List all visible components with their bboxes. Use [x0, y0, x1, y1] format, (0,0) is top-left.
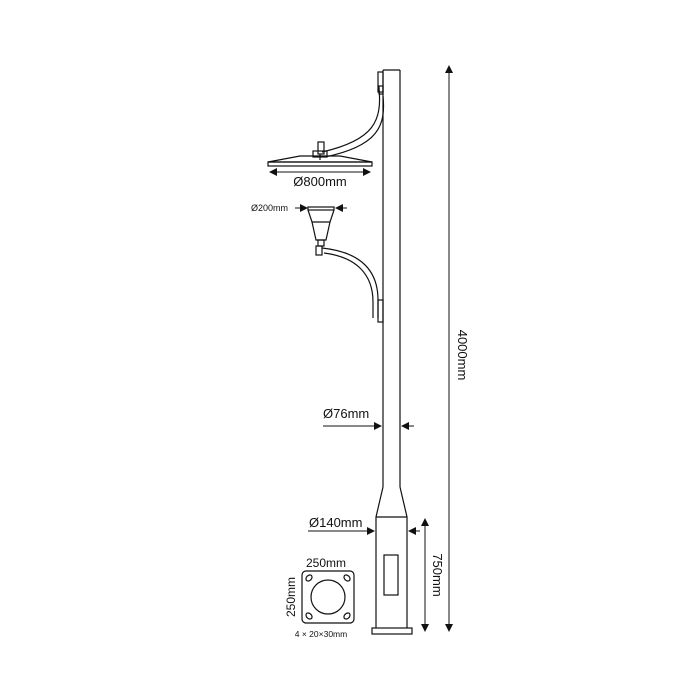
lower-lamp: [307, 206, 335, 247]
lower-arm: [321, 247, 379, 318]
lower-arm-joint: [315, 245, 384, 323]
upper-arm: [321, 87, 385, 158]
label-lamp-bottom-diameter: Ø200mm: [251, 203, 288, 213]
label-plate-height: 250mm: [284, 577, 298, 617]
pole-shaft: [382, 69, 401, 487]
label-base-height: 750mm: [430, 553, 445, 596]
label-lamp-top-diameter: Ø800mm: [293, 174, 346, 189]
pole-base: [371, 486, 413, 635]
label-base-diameter: Ø140mm: [309, 515, 362, 530]
upper-lamp-disc: [267, 155, 373, 167]
label-pole-diameter: Ø76mm: [323, 406, 369, 421]
base-plate-top-view: [301, 570, 355, 624]
label-anchor-holes: 4 × 20×30mm: [295, 629, 347, 639]
label-total-height: 4000mm: [455, 330, 470, 381]
upper-lamp-stem: [312, 141, 328, 160]
label-plate-width: 250mm: [306, 556, 346, 570]
